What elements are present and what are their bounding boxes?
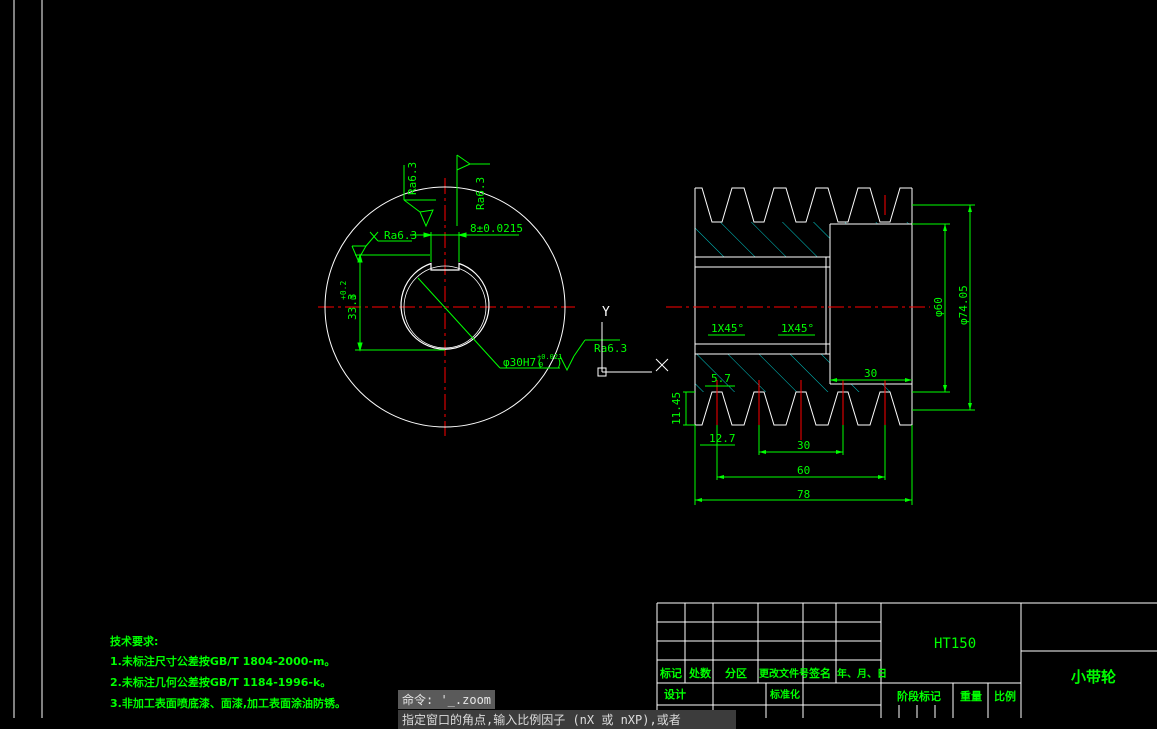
keyway-depth-tol-upper: +0.2 bbox=[339, 281, 348, 300]
title-block bbox=[656, 602, 1157, 718]
keyway-depth-tol-lower: 0 bbox=[349, 295, 358, 300]
bore-dimension-close: ) bbox=[556, 356, 563, 369]
drawing-border bbox=[13, 0, 43, 718]
roughness-symbol-top-right bbox=[456, 154, 490, 226]
dim-11-45-label: 11.45 bbox=[670, 392, 683, 425]
tb-material: HT150 bbox=[934, 636, 976, 652]
roughness-symbol-left bbox=[351, 231, 412, 262]
tech-notes-line-2: 2.未标注几何公差按GB/T 1184-1996-k。 bbox=[110, 675, 331, 689]
command-history-line: 命令: '_.zoom bbox=[398, 690, 496, 709]
tb-label-date: 年、月、日 bbox=[837, 667, 887, 680]
dim-30-label: 30 bbox=[797, 439, 810, 452]
roughness-label-bore: Ra6.3 bbox=[594, 342, 627, 355]
tb-label-weight: 重量 bbox=[960, 689, 982, 703]
ucs-x-mark bbox=[655, 358, 669, 372]
bore-dimension-label: φ30H7( bbox=[503, 356, 543, 369]
dim-12-7-label: 12.7 bbox=[709, 432, 736, 445]
dim-phi60-label: φ60 bbox=[932, 297, 945, 317]
tb-label-mark: 标记 bbox=[659, 666, 682, 680]
ucs-y-label: Y bbox=[602, 305, 610, 320]
section-hatch-bottom bbox=[695, 354, 912, 392]
ucs-icon bbox=[597, 322, 669, 377]
bore-tol-lower: 0 bbox=[539, 361, 543, 369]
tech-notes-line-3: 3.非加工表面喷底漆、面漆,加工表面涂油防锈。 bbox=[110, 696, 346, 710]
technical-notes: 技术要求: 1.未标注尺寸公差按GB/T 1804-2000-m。 2.未标注几… bbox=[110, 634, 346, 710]
section-arrowheads bbox=[695, 205, 972, 502]
front-view: Ra6.3 Ra6.3 Ra6.3 Ra6.3 8±0.0215 33.3 +0… bbox=[318, 154, 627, 436]
keyway-width-label: 8±0.0215 bbox=[470, 222, 523, 235]
bore-diameter-leader bbox=[417, 277, 560, 369]
section-hatch-top bbox=[695, 222, 912, 257]
section-dimensions bbox=[683, 204, 975, 505]
roughness-symbol-top bbox=[403, 165, 436, 228]
tb-label-design: 设计 bbox=[664, 687, 686, 701]
tb-part-name: 小带轮 bbox=[1071, 668, 1116, 686]
tb-label-zone: 分区 bbox=[725, 666, 747, 680]
dim-30-top-label: 30 bbox=[864, 367, 877, 380]
chamfer-left-label: 1X45° bbox=[711, 322, 744, 335]
tb-label-change-doc: 更改文件号 bbox=[759, 667, 809, 680]
command-prompt-line[interactable]: 指定窗口的角点,输入比例因子 (nX 或 nXP),或者 bbox=[398, 710, 736, 729]
roughness-label-top: Ra6.3 bbox=[406, 162, 419, 195]
outer-circle bbox=[324, 186, 566, 428]
tb-label-standardize: 标准化 bbox=[769, 688, 800, 701]
title-block-text: 标记 处数 分区 更改文件号 签名 年、月、日 设计 标准化 阶段标记 重量 比… bbox=[659, 636, 1116, 703]
tech-notes-title: 技术要求: bbox=[110, 634, 158, 648]
bore-inner-edge bbox=[403, 265, 487, 349]
dim-60-label: 60 bbox=[797, 464, 810, 477]
tb-label-sign: 签名 bbox=[808, 666, 831, 680]
dim-phi74-label: φ74.05 bbox=[957, 285, 970, 325]
bore-tol-upper: +0.021 bbox=[537, 353, 562, 361]
keyway-depth-label: 33.3 bbox=[346, 294, 359, 321]
keyway-width-dimension bbox=[410, 232, 519, 262]
tb-label-scale: 比例 bbox=[994, 689, 1016, 703]
roughness-label-left: Ra6.3 bbox=[384, 229, 417, 242]
chamfer-right-label: 1X45° bbox=[781, 322, 814, 335]
dim-5-7-label: 5.7 bbox=[711, 372, 731, 385]
bore-with-keyway bbox=[400, 262, 490, 350]
section-view: φ74.05 φ60 30 11.45 5.7 12.7 30 60 78 1X… bbox=[666, 187, 975, 505]
keyway-depth-dimension bbox=[355, 253, 445, 352]
tech-notes-line-1: 1.未标注尺寸公差按GB/T 1804-2000-m。 bbox=[110, 654, 335, 668]
tb-label-stage-mark: 阶段标记 bbox=[897, 689, 941, 703]
dim-78-label: 78 bbox=[797, 488, 810, 501]
roughness-label-top-right: Ra6.3 bbox=[474, 177, 487, 210]
tb-label-count: 处数 bbox=[688, 666, 712, 680]
